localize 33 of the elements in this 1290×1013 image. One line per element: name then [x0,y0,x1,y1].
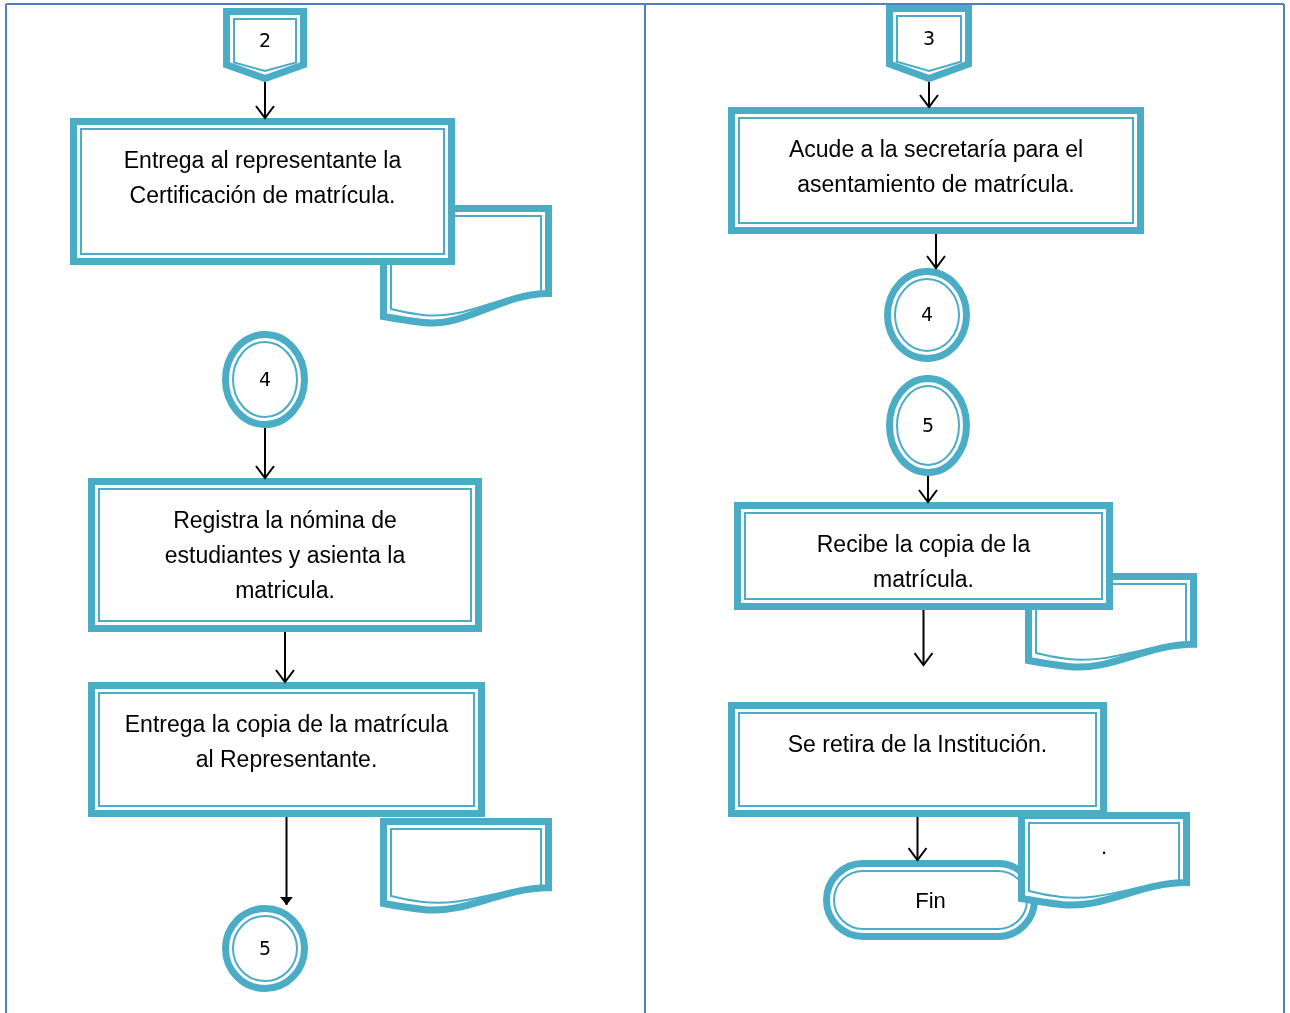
step-text: Entrega la copia de la matrícula al Representante. [123,710,450,774]
arrow [255,81,275,119]
connector-number: 3 [921,26,937,49]
process-box [728,107,1144,234]
connector-circle [886,375,970,476]
step-text: Recibe la copia de la matrícula. [815,530,1032,594]
end-label: Fin [914,888,947,914]
connector-number: 4 [257,367,273,390]
off-page-connector [223,8,307,82]
step-text: Registra la nómina de estudiantes y asienta la matricula. [163,506,407,605]
step-text: Entrega al representante la Certificación de matrícula. [122,146,403,210]
connector-circle [884,268,970,362]
arrow [918,475,938,503]
step-text: Se retira de la Institución. [787,730,1048,759]
document-shape [1018,812,1190,910]
arrow [255,427,275,479]
arrow [280,816,293,906]
connector-number: 4 [919,303,935,325]
connector-circle [222,905,308,992]
document-text: . [1099,833,1109,860]
arrow [275,631,295,683]
document-shape [380,818,552,915]
connector-number: 5 [920,413,936,436]
arrow [926,233,946,269]
step-text: Acude a la secretaría para el asentamiento de matrícula. [787,135,1085,199]
connector-number: 2 [257,28,273,51]
arrow [919,81,939,108]
off-page-connector [886,5,972,82]
connector-circle [222,331,308,428]
connector-number: 5 [257,936,273,959]
process-box [88,478,482,632]
arrow [913,609,934,666]
arrow [907,816,928,861]
